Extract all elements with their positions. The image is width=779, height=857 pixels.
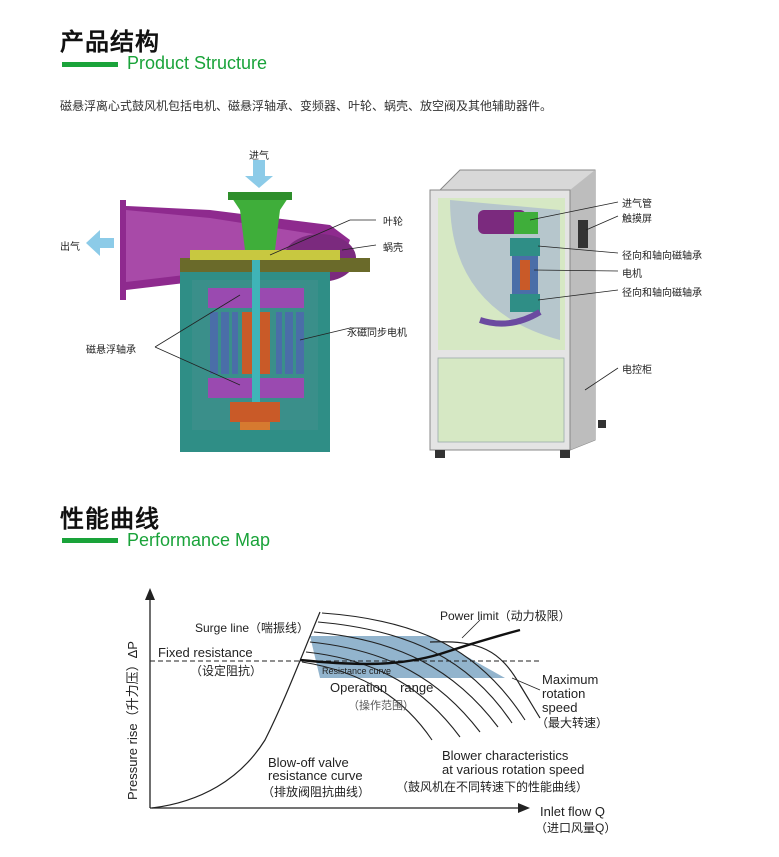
- x-axis-label: Inlet flow Q: [540, 804, 605, 819]
- blower-label-2: at various rotation speed: [442, 762, 584, 777]
- y-axis-arrow-icon: [145, 588, 155, 600]
- power-limit-label: Power limit（动力极限）: [440, 609, 571, 623]
- performance-subtitle: Performance Map: [127, 530, 271, 550]
- label-outlet: 出气: [60, 242, 80, 253]
- blower-cross-section-illustration: [86, 160, 377, 452]
- surge-line-label: Surge line（喘振线）: [195, 621, 309, 635]
- blowoff-label-2: resistance curve: [268, 768, 363, 783]
- operation-range-label-cn: （操作范围）: [348, 698, 414, 712]
- label-inlet: 进气: [249, 151, 269, 162]
- y-axis-label: Pressure rise（升力压）ΔP: [125, 641, 140, 800]
- structure-title-bar: [62, 62, 118, 67]
- resistance-curve-label: Resistance curve: [322, 666, 391, 676]
- performance-map-chart: Pressure rise（升力压）ΔP Inlet flow Q （进口风量Q…: [125, 588, 616, 835]
- performance-title: 性能曲线: [60, 505, 160, 533]
- label-bearing-bottom: 径向和轴向磁轴承: [622, 288, 702, 299]
- performance-title-bar: [62, 538, 118, 543]
- x-axis-label-cn: （进口风量Q）: [535, 821, 616, 835]
- x-axis-arrow-icon: [518, 803, 530, 813]
- blowoff-curve: [151, 611, 321, 809]
- rotation-speed-curves: [301, 612, 526, 741]
- label-bearing-top: 径向和轴向磁轴承: [622, 251, 702, 262]
- operation-range-band: [310, 636, 505, 678]
- fixed-resistance-label: Fixed resistance: [158, 645, 253, 660]
- inlet-arrow-icon: [245, 160, 273, 188]
- operation-range-label: Operation range: [330, 680, 433, 695]
- structure-description: 磁悬浮离心式鼓风机包括电机、磁悬浮轴承、变频器、叶轮、蜗壳、放空阀及其他辅助器件…: [60, 99, 553, 113]
- blowoff-label-cn: （排放阀阻抗曲线）: [262, 784, 370, 799]
- max-speed-label-2: rotation: [542, 686, 585, 701]
- max-speed-label-3: speed: [542, 700, 577, 715]
- outlet-arrow-icon: [86, 230, 114, 256]
- label-inlet-pipe: 进气管: [622, 199, 652, 210]
- blower-cabinet-illustration: [429, 169, 619, 458]
- label-control-cabinet: 电控柜: [622, 365, 652, 376]
- blower-label-cn: （鼓风机在不同转速下的性能曲线）: [396, 779, 588, 794]
- blower-label-1: Blower characteristics: [442, 748, 569, 763]
- max-speed-label-cn: （最大转速）: [536, 715, 608, 730]
- label-touchscreen: 触摸屏: [622, 214, 652, 225]
- resistance-curve: [299, 628, 521, 666]
- label-impeller: 叶轮: [383, 217, 403, 228]
- label-volute: 蜗壳: [383, 243, 403, 254]
- structure-title: 产品结构: [60, 28, 160, 56]
- label-mag-bearing: 磁悬浮轴承: [86, 345, 136, 356]
- blowoff-label-1: Blow-off valve: [268, 755, 349, 770]
- max-speed-label-1: Maximum: [542, 672, 598, 687]
- fixed-resistance-label-cn: （设定阻抗）: [190, 663, 262, 678]
- structure-subtitle: Product Structure: [127, 53, 268, 73]
- label-pm-motor: 永磁同步电机: [347, 328, 407, 339]
- label-motor: 电机: [622, 269, 642, 280]
